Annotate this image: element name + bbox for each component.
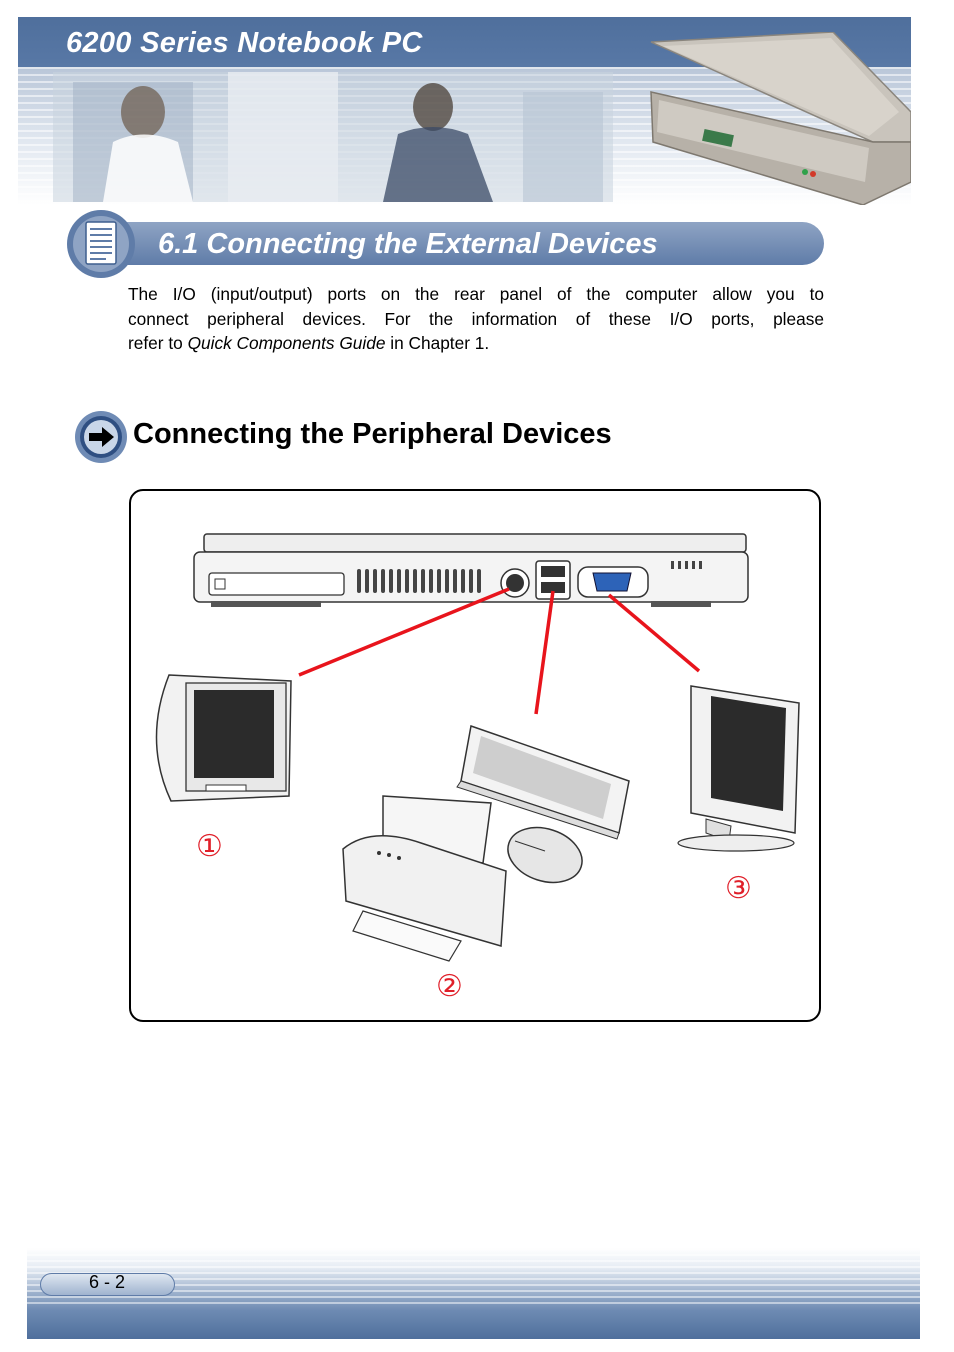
cables [298,587,701,715]
printer [342,795,507,962]
section-title: 6.1 Connecting the External Devices [158,228,658,260]
keyboard [456,725,630,840]
callout-2: ② [436,969,463,1004]
lcd-monitor [677,685,800,852]
diagram-canvas: ① ② ③ [155,533,800,1004]
document-icon [67,210,135,278]
intro-line-2: connect peripheral devices. For the info… [128,308,824,329]
intro-text: in Chapter 1. [385,333,490,353]
intro-line-1: The I/O (input/output) ports on the rear… [128,284,824,304]
callout-1: ① [196,829,223,864]
footer-band [27,1248,920,1339]
mouse [507,826,583,884]
section-heading-bar [92,222,824,265]
page-number-tab [40,1273,175,1296]
guide-reference: Quick Components Guide [187,333,386,353]
notebook-rear-panel [193,533,749,607]
callout-3: ③ [725,871,752,906]
document-title: 6200 Series Notebook PC [66,27,423,59]
connection-diagram: ① ② ③ [129,489,821,1022]
header-banner: 6200 Series Notebook PC [18,17,911,205]
subsection-title: Connecting the Peripheral Devices [133,418,612,450]
intro-line-3: refer to Quick Components Guide in Chapt… [128,331,824,356]
page-number: 6 - 2 [89,1272,126,1292]
arrow-bullet-icon [75,411,127,463]
notebook-photo [650,32,911,205]
intro-paragraph: The I/O (input/output) ports on the rear… [128,282,824,356]
crt-monitor [155,674,292,802]
office-photo [53,72,613,202]
footer-stripes [27,1248,920,1308]
intro-text: refer to [128,333,188,353]
